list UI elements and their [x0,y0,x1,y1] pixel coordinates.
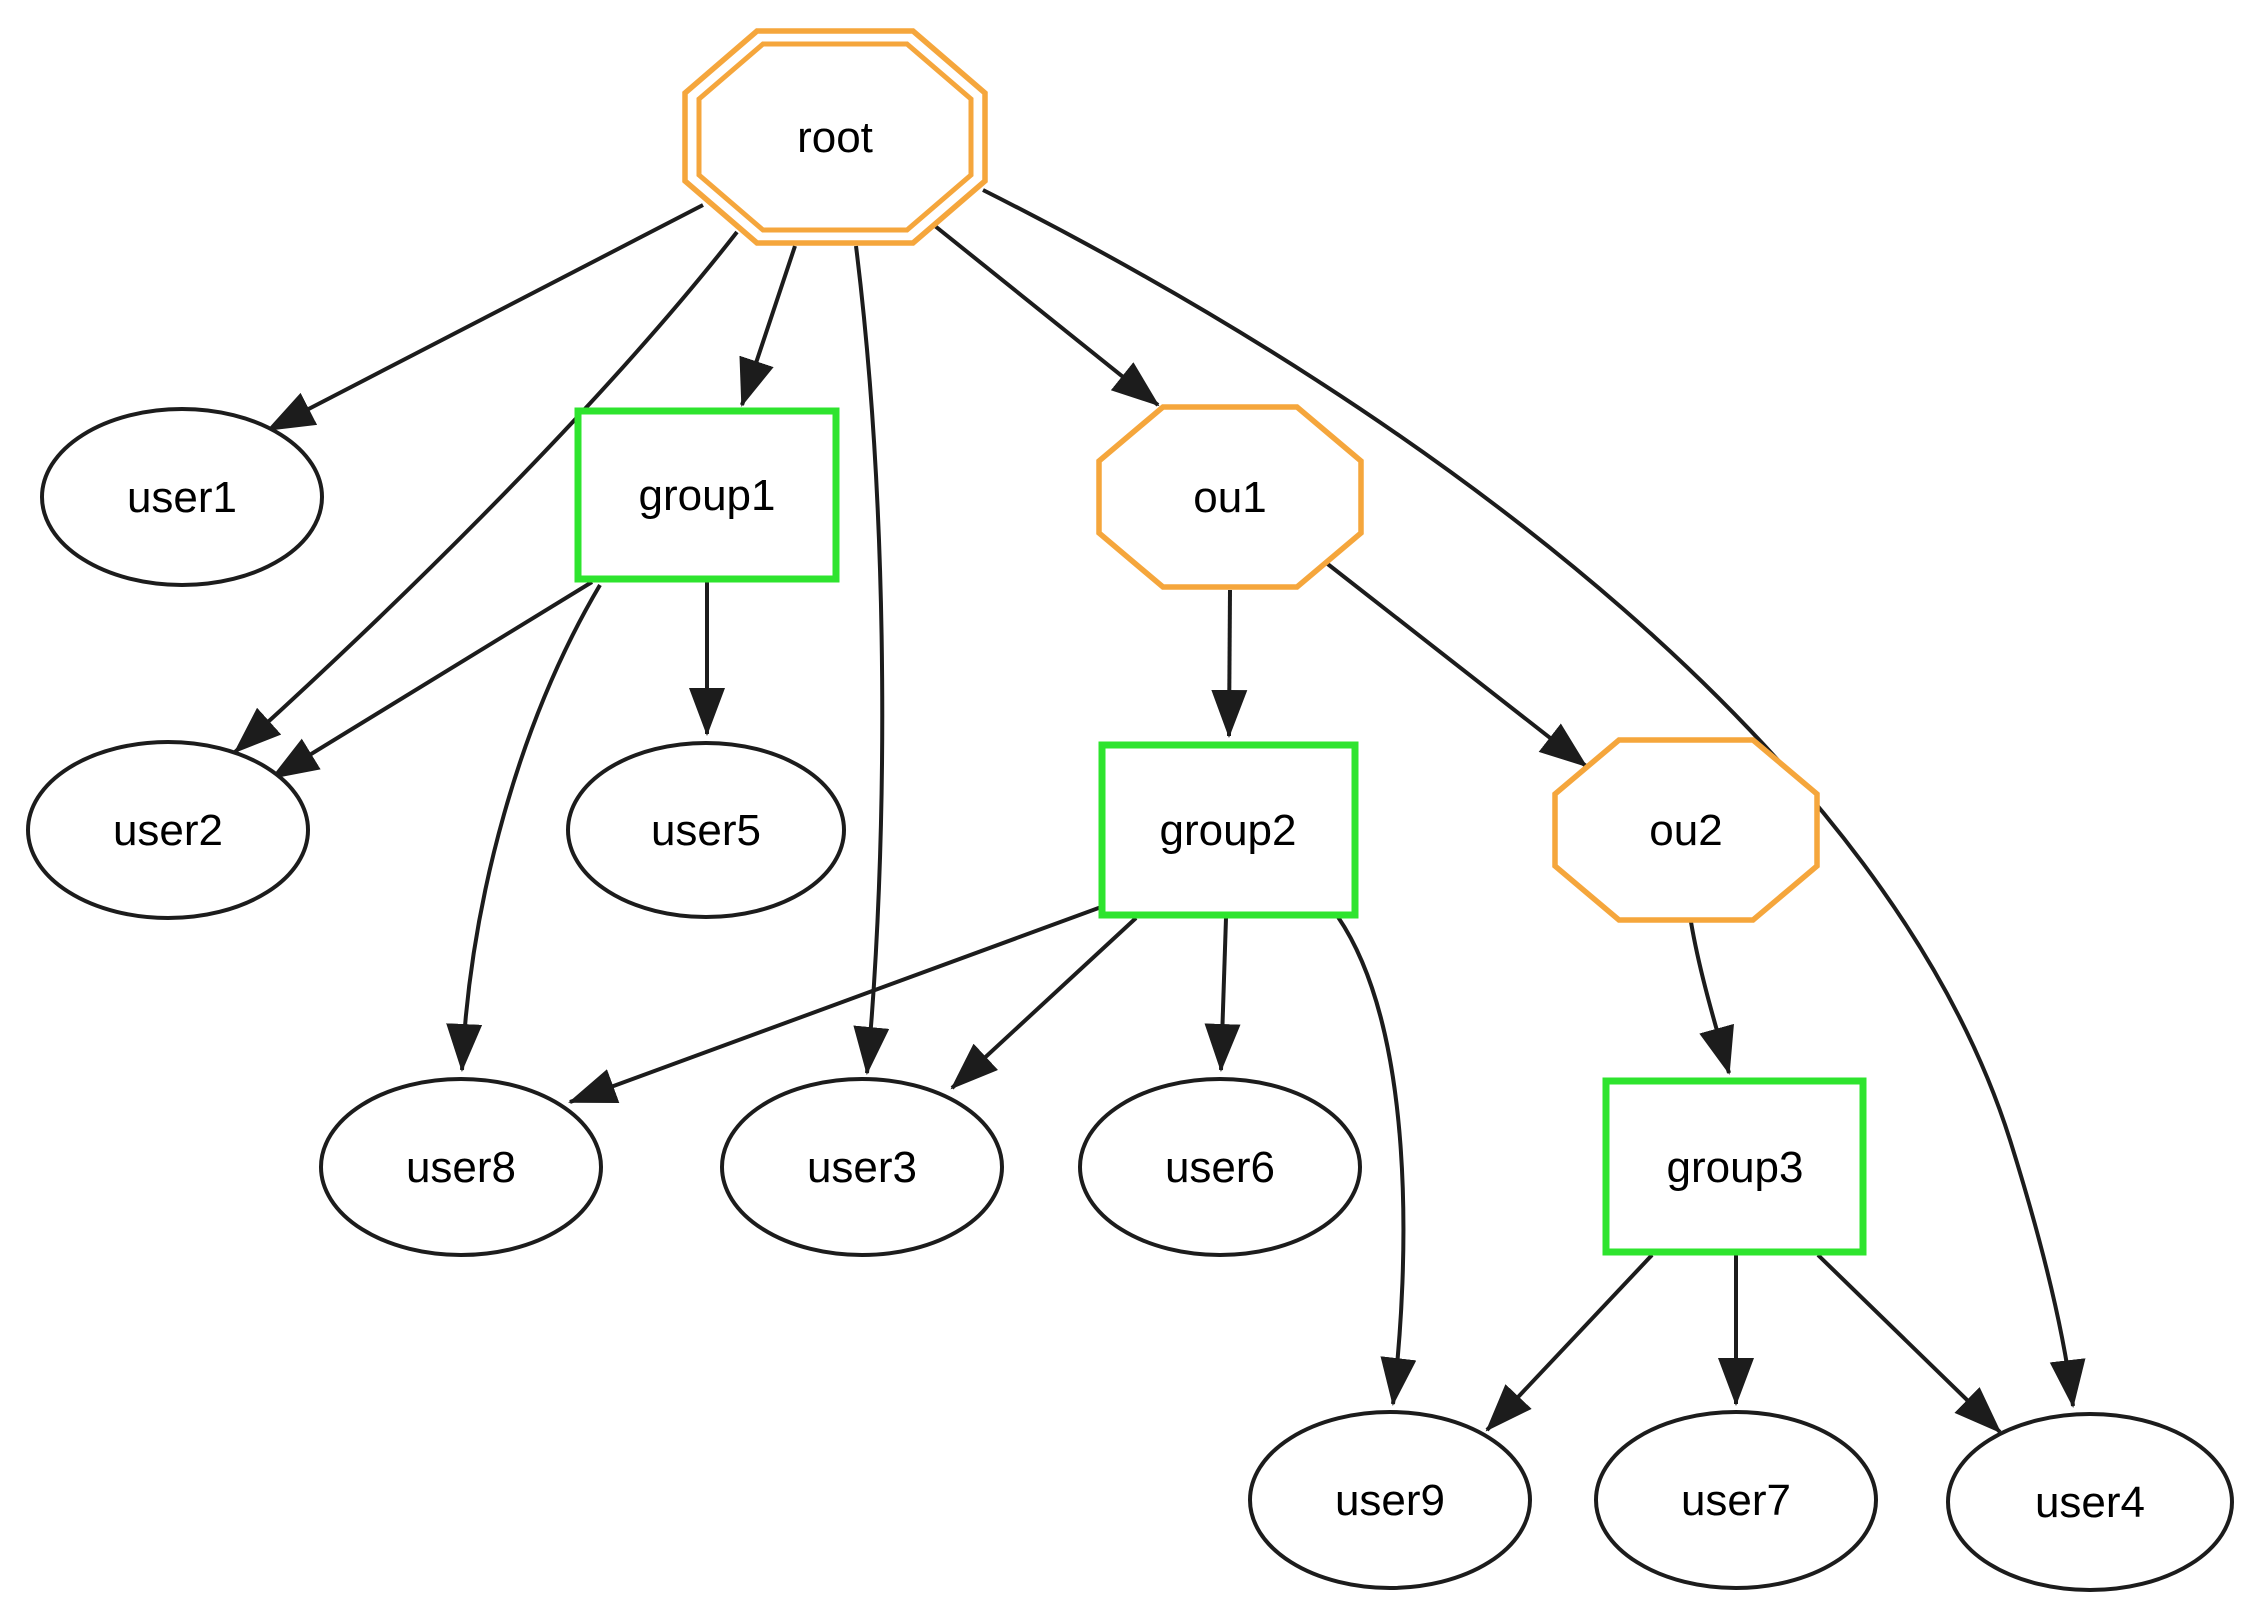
node-user5: user5 [566,741,846,919]
node-user6: user6 [1078,1077,1362,1257]
user6-ellipse [1078,1077,1362,1257]
edge-group2-user6 [1204,917,1241,1072]
node-user8: user8 [319,1077,603,1257]
ou2-octagon [1552,737,1820,923]
user4-ellipse [1946,1412,2234,1592]
node-root: root [682,28,988,246]
node-user5-label: user5 [651,806,761,855]
edge-root-user1 [266,203,704,432]
node-user7-label: user7 [1681,1476,1791,1525]
root-inner-octagon [696,41,974,233]
node-ou1: ou1 [1096,404,1364,590]
node-group1: group1 [574,407,840,583]
node-group2: group2 [1098,741,1359,919]
root-outer-octagon [682,28,988,246]
node-group3: group3 [1602,1077,1867,1256]
nodes: root user1 group1 ou1 user2 user5 group2 [26,28,2234,1592]
node-user4-label: user4 [2035,1478,2145,1527]
ou1-octagon [1096,404,1364,590]
node-user2: user2 [26,740,310,920]
user7-ellipse [1594,1410,1878,1590]
edge-ou1-group2 [1211,589,1248,738]
node-group3-label: group3 [1666,1143,1803,1192]
edge-root-ou1 [928,220,1160,407]
edge-group3-user9 [1485,1253,1654,1432]
edge-root-user2 [233,230,739,754]
node-ou1-label: ou1 [1193,473,1266,522]
group2-box [1098,741,1359,919]
node-user9: user9 [1248,1410,1532,1590]
node-user8-label: user8 [406,1143,516,1192]
user3-ellipse [720,1077,1004,1257]
edge-group3-user4 [1816,1253,2002,1434]
edge-ou2-group3 [1689,921,1734,1075]
user1-ellipse [40,407,324,587]
node-ou2-label: ou2 [1649,806,1722,855]
edge-root-user4 [982,188,2086,1408]
edge-group2-user3 [950,916,1138,1090]
node-user3-label: user3 [807,1143,917,1192]
node-root-label: root [797,113,873,162]
node-user4: user4 [1946,1412,2234,1592]
user2-ellipse [26,740,310,920]
edge-root-user3 [853,245,890,1075]
edge-group2-user9 [1336,915,1417,1406]
node-group1-label: group1 [638,471,775,520]
user9-ellipse [1248,1410,1532,1590]
edge-root-group1 [739,245,797,407]
node-user9-label: user9 [1335,1476,1445,1525]
user5-ellipse [566,741,846,919]
node-ou2: ou2 [1552,737,1820,923]
edge-group1-user8 [446,583,602,1072]
edge-group2-user8 [568,904,1105,1104]
node-user1-label: user1 [127,473,237,522]
edge-group1-user2 [270,580,594,780]
node-user3: user3 [720,1077,1004,1257]
node-user1: user1 [40,407,324,587]
group3-box [1602,1077,1867,1256]
group1-box [574,407,840,583]
edge-ou1-ou2 [1318,556,1588,768]
node-group2-label: group2 [1159,806,1296,855]
user8-ellipse [319,1077,603,1257]
node-user7: user7 [1594,1410,1878,1590]
node-user6-label: user6 [1165,1143,1275,1192]
node-user2-label: user2 [113,806,223,855]
edges [233,188,2086,1434]
